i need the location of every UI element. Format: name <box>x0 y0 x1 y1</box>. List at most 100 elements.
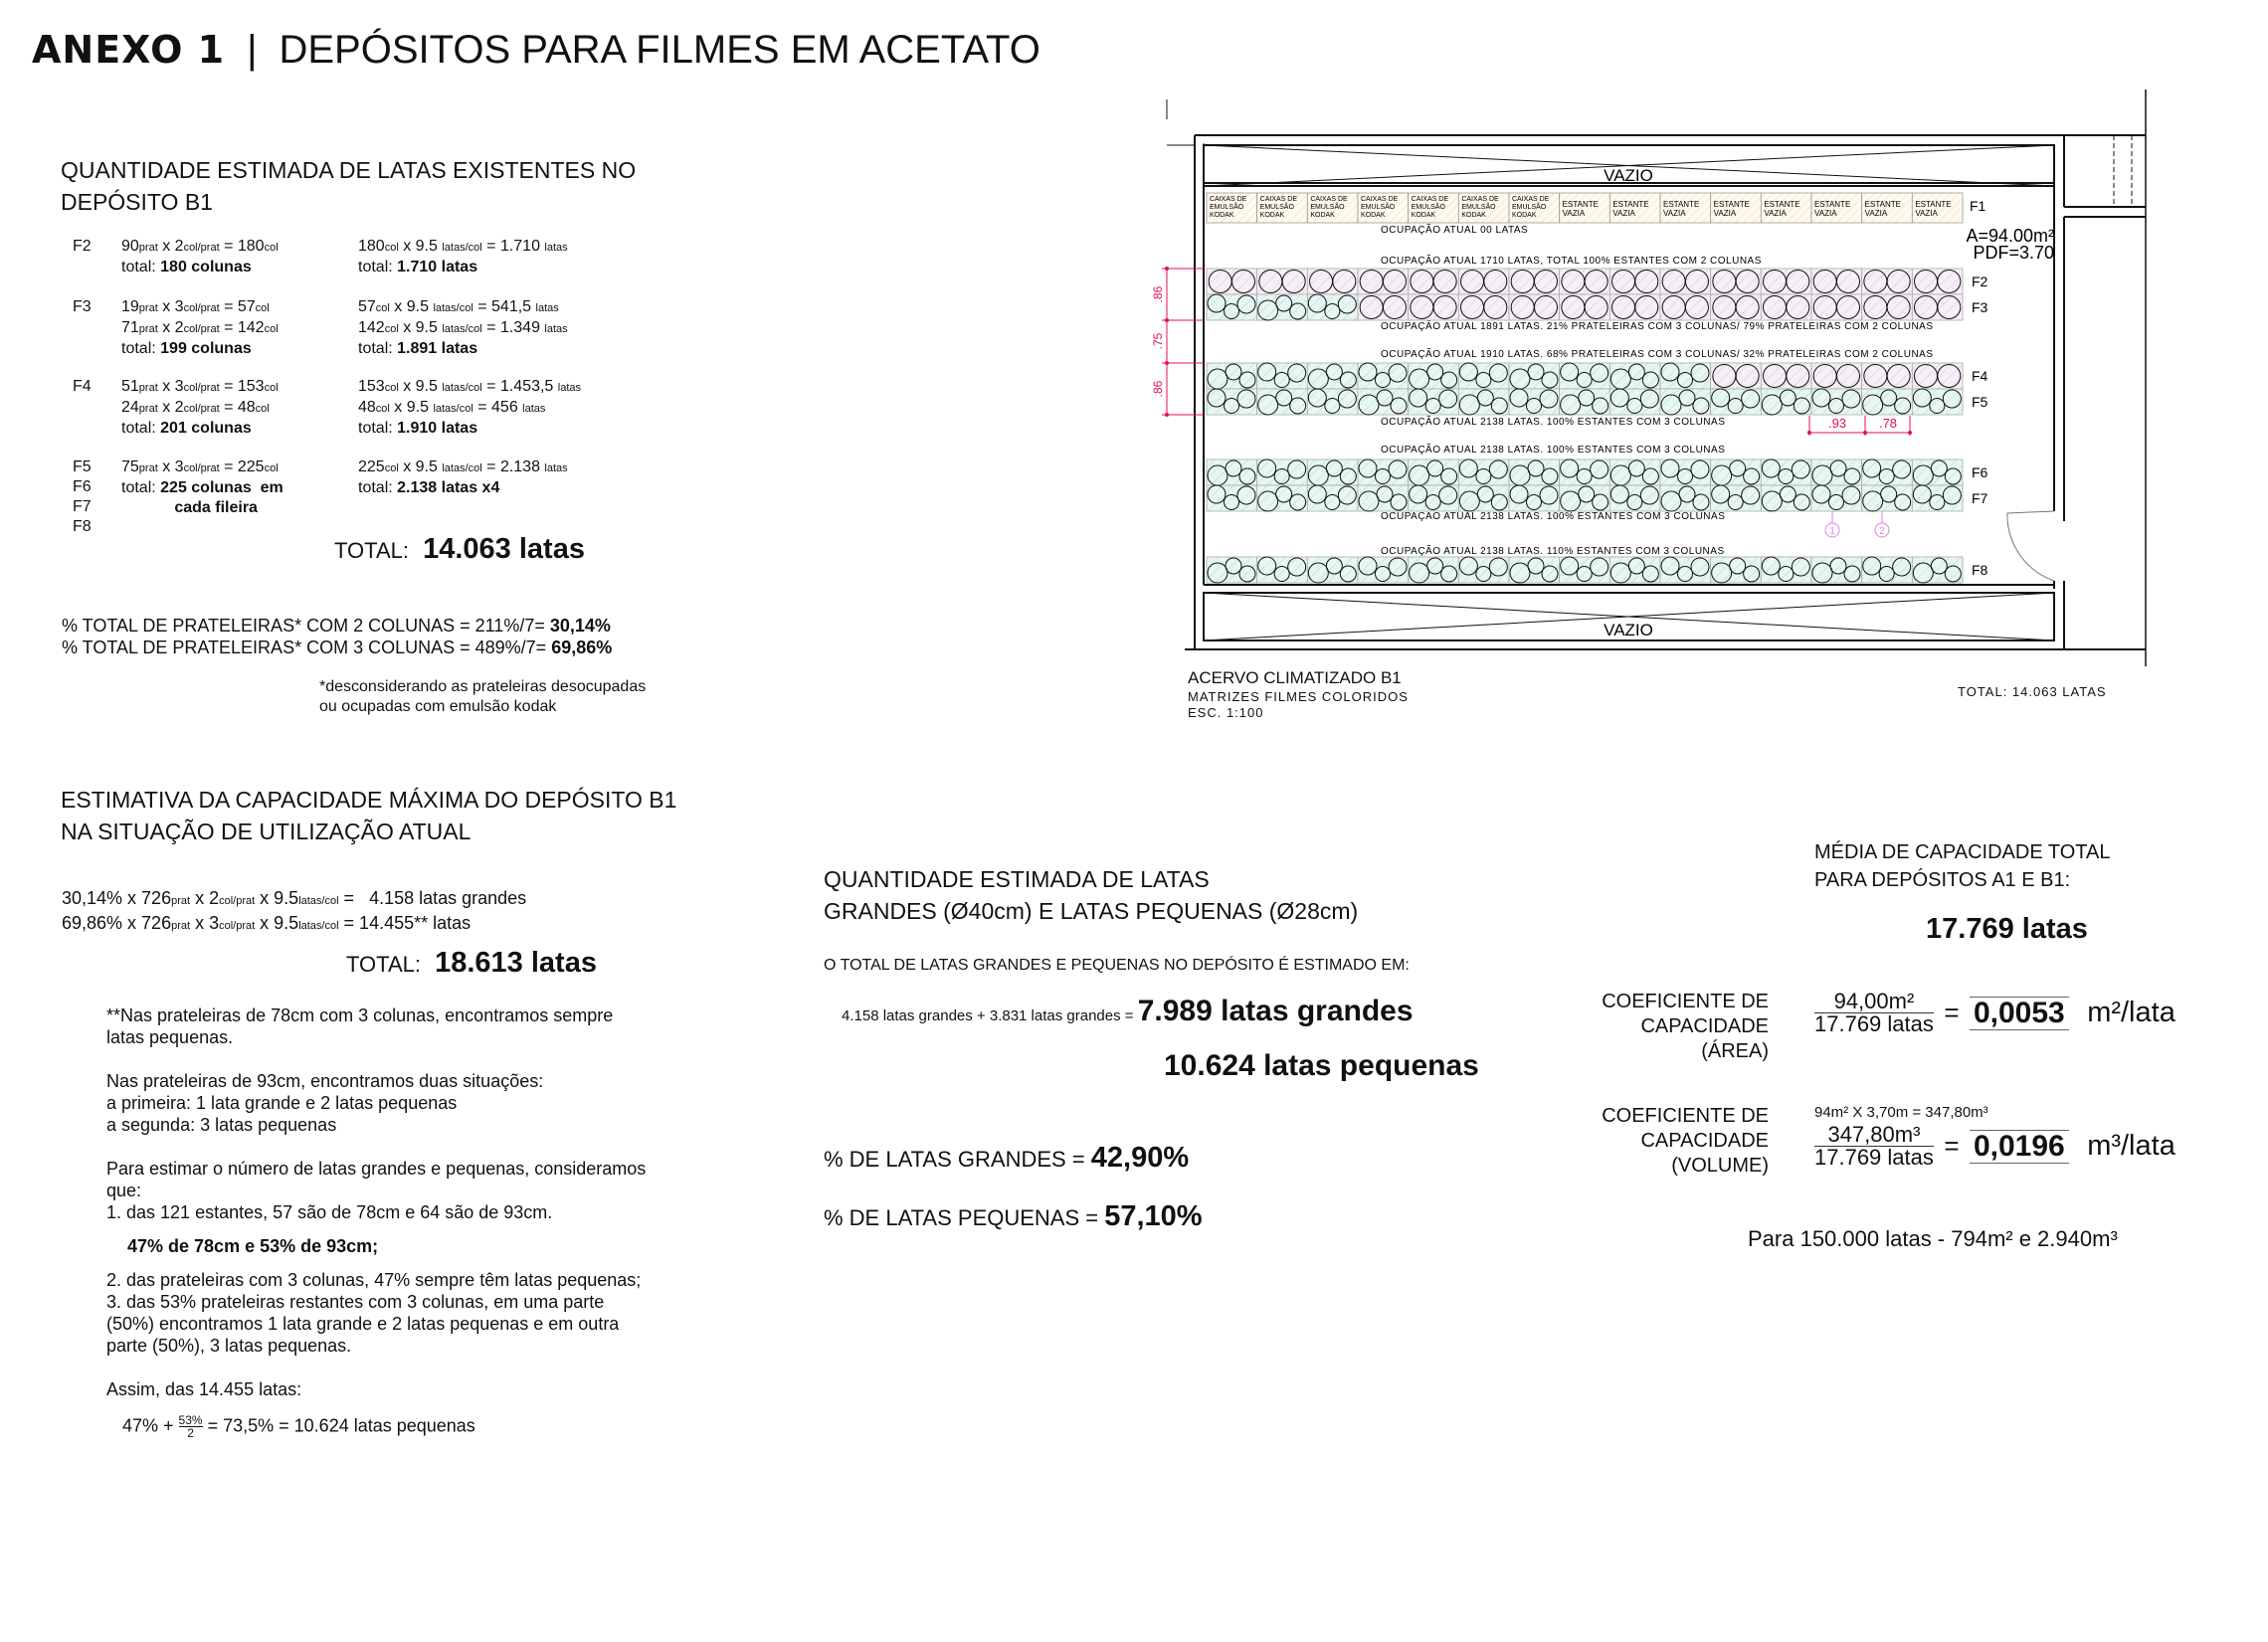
film-can-small <box>1388 557 1408 577</box>
film-can-small <box>1793 493 1810 511</box>
film-can-small <box>1778 566 1795 582</box>
formula-part: prat <box>171 895 191 907</box>
film-can-small <box>1660 458 1680 478</box>
calc-line: F4 <box>73 378 92 395</box>
film-can-small <box>1375 566 1391 582</box>
formula-part: = 180 <box>219 238 265 255</box>
shelf-cell <box>1911 388 1964 416</box>
formula-part: 1.910 latas <box>397 420 478 437</box>
formula-part: latas <box>557 382 582 394</box>
shelf-cell <box>1457 362 1510 390</box>
shelf-cell <box>1710 388 1762 416</box>
shelf-cell <box>1206 293 1258 321</box>
film-can-large <box>1735 364 1760 388</box>
calc-line: total: 201 colunas <box>121 419 279 439</box>
film-can-large <box>1382 295 1407 319</box>
shelf-cell <box>1408 556 1459 584</box>
film-can-small <box>1560 458 1580 478</box>
film-can-large <box>1786 295 1810 319</box>
shelf-cell <box>1508 388 1561 416</box>
film-can-small <box>1841 485 1861 505</box>
shelf-cell <box>1659 556 1712 584</box>
film-can-small <box>1225 459 1242 477</box>
film-can-small <box>1576 372 1593 388</box>
film-can-small <box>1690 557 1710 577</box>
film-can-small <box>1257 394 1279 416</box>
film-can-small <box>1560 556 1580 576</box>
row-label: F6 <box>1972 464 1988 480</box>
shelf-cell <box>1559 484 1610 512</box>
formula-part: col <box>255 403 270 415</box>
section4-heading: MÉDIA DE CAPACIDADE TOTAL PARA DEPÓSITOS… <box>1814 838 2110 894</box>
shelf-cell-label: CAIXAS DE <box>1310 196 1348 203</box>
film-can-small <box>1273 468 1290 484</box>
note-line <box>106 1048 646 1070</box>
film-can-small <box>1307 562 1329 584</box>
formula-part: x 3 <box>157 298 184 315</box>
film-can-small <box>1424 398 1441 414</box>
row-label: F8 <box>1972 562 1988 578</box>
area-label: A=94.00m² <box>1966 226 2054 246</box>
capacity-formulas: 30,14% x 726prat x 2col/prat x 9.5latas/… <box>62 887 526 937</box>
film-can-small <box>1289 302 1307 320</box>
note-line: 3. das 53% prateleiras restantes com 3 c… <box>106 1292 605 1312</box>
label-line: CAPACIDADE <box>1640 1015 1769 1037</box>
dimension-label: .93 <box>1828 416 1846 431</box>
shelf-cell <box>1306 484 1359 512</box>
formula-part: prat <box>138 462 158 474</box>
film-can-large <box>1886 295 1911 319</box>
formula-part: x 9.5 <box>398 238 443 255</box>
dimension-dot <box>1908 431 1912 435</box>
formula-part: x 3 <box>190 913 220 933</box>
shelf-cell-label: ESTANTE <box>1915 200 1951 209</box>
film-can-small <box>1590 363 1609 383</box>
shelf-cell <box>1457 458 1510 486</box>
title-separator: | <box>247 28 258 72</box>
shelf-cell-label: KODAK <box>1210 212 1234 219</box>
film-can-small <box>1475 468 1492 484</box>
denominator: 17.769 latas <box>1814 1011 1934 1036</box>
film-can-small <box>1358 394 1380 416</box>
formula-part: latas/col <box>442 242 482 254</box>
formula-part: 75 <box>121 458 139 475</box>
film-can-small <box>1912 388 1932 408</box>
film-can-small <box>1743 467 1761 485</box>
estimate-intro: O TOTAL DE LATAS GRANDES E PEQUENAS NO D… <box>824 957 1410 974</box>
calc-line: total: 2.138 latas x4 <box>358 478 568 498</box>
film-can-small <box>1761 490 1783 512</box>
page-title: ANEXO 1|DEPÓSITOS PARA FILMES EM ACETATO <box>32 28 1040 73</box>
heading-line: GRANDES (Ø40cm) E LATAS PEQUENAS (Ø28cm) <box>824 898 1359 924</box>
film-can-small <box>1509 388 1529 408</box>
film-can-small <box>1741 389 1761 409</box>
shelf-cell-label: EMULSÃO <box>1512 202 1547 211</box>
formula-part: 90 <box>121 238 139 255</box>
projection: Para 150.000 latas - 794m² e 2.940m³ <box>1748 1226 2118 1251</box>
calc-line: F6 <box>73 478 92 495</box>
shelf-cell <box>1608 362 1661 390</box>
section2-heading: ESTIMATIVA DA CAPACIDADE MÁXIMA DO DEPÓS… <box>61 784 676 847</box>
notes: **Nas prateleiras de 78cm com 3 colunas,… <box>106 1004 646 1439</box>
film-can-small <box>1490 493 1508 511</box>
shelf-cell-label: EMULSÃO <box>1461 202 1496 211</box>
dimension-dot <box>1165 318 1169 322</box>
shelf-cell-label: EMULSÃO <box>1361 202 1396 211</box>
heading-line: PARA DEPÓSITOS A1 E B1: <box>1814 869 2071 891</box>
formula-part: 69,86% x 726 <box>62 913 172 933</box>
existing-total: TOTAL: 14.063 latas <box>334 533 585 566</box>
film-can-small <box>1376 485 1394 503</box>
film-can-small <box>1388 363 1408 383</box>
shelf-cell <box>1206 388 1258 416</box>
formula-part: = 1.349 <box>481 319 545 336</box>
film-can-small <box>1609 388 1629 408</box>
shelf-cell <box>1608 458 1661 486</box>
plan-title: ACERVO CLIMATIZADO B1 <box>1188 668 1402 687</box>
shelf-percentages: % TOTAL DE PRATELEIRAS* COM 2 COLUNAS = … <box>62 615 612 658</box>
heading-line: DEPÓSITO B1 <box>61 189 213 215</box>
shelf-cell <box>1457 484 1510 512</box>
calc-line: F2 <box>73 238 92 255</box>
film-can-small <box>1275 294 1293 312</box>
pdf-label: PDF=3.70 <box>1973 243 2054 263</box>
numerator: 94,00m² <box>1814 991 1934 1013</box>
